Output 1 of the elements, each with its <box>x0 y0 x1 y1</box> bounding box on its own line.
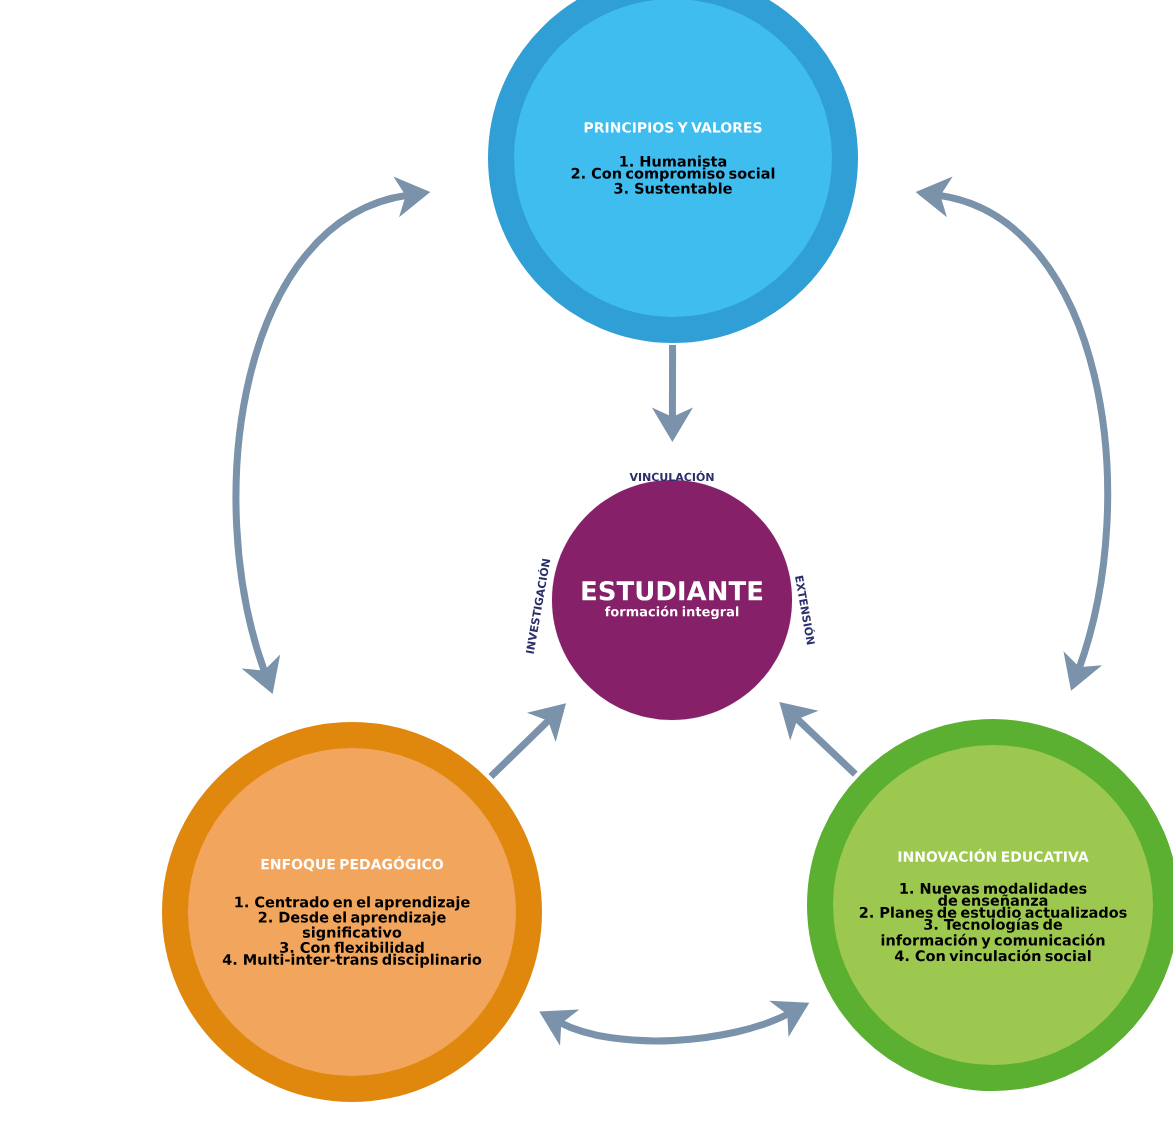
side-label: VINCULACIÓN <box>629 470 714 482</box>
